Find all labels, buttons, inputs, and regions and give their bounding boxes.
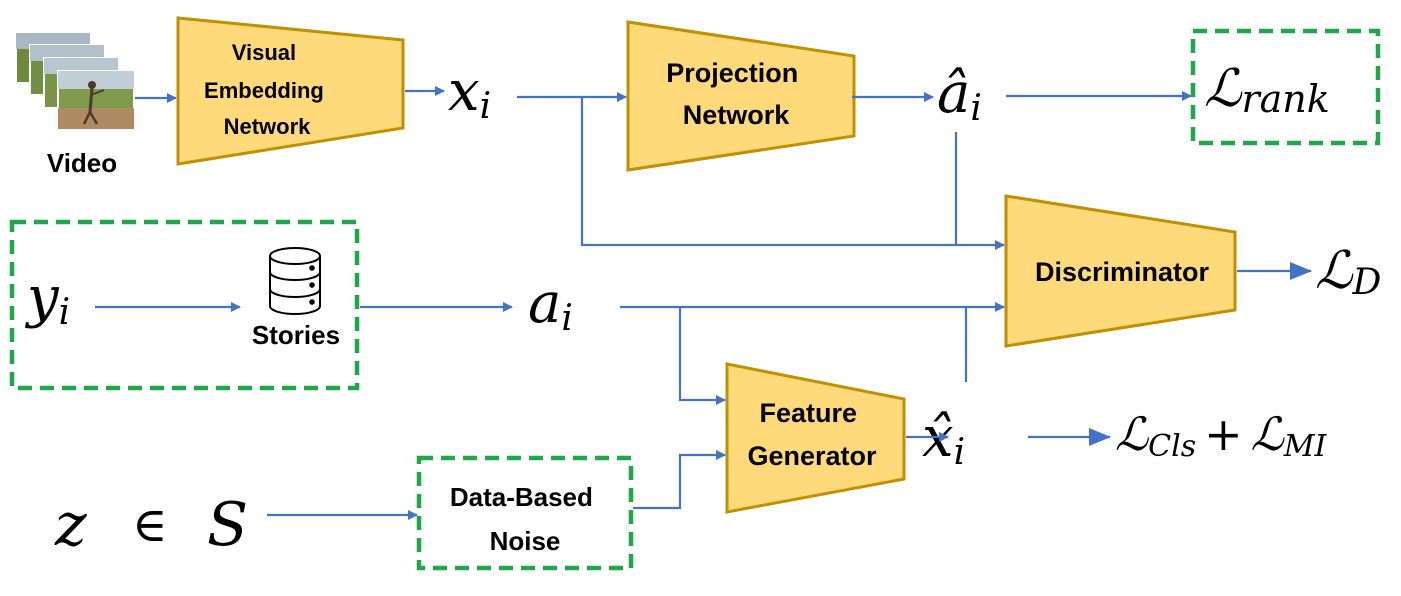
svg-text:Data-Based Noise: Data-Based Noise	[450, 482, 600, 556]
ai-to-generator-arrow	[678, 307, 726, 405]
x-hat-i-symbol: x̂i	[922, 405, 965, 473]
video-label: Video	[47, 148, 117, 178]
s-symbol: S	[207, 490, 248, 560]
discriminator-label: Discriminator	[1035, 257, 1210, 287]
svg-text:Projection Network: Projection Network	[666, 58, 806, 130]
projection-line-1: Projection	[666, 58, 798, 88]
projection-network-block	[626, 20, 856, 172]
svg-text:Feature Generator: Feature Generator	[747, 398, 877, 471]
stories-label: Stories	[252, 320, 340, 350]
loss-rank-symbol: ℒrank	[1204, 59, 1330, 121]
database-icon	[269, 247, 321, 315]
visual-embedding-network-block	[176, 16, 405, 166]
visual-embedding-line-3: Network	[224, 114, 312, 139]
data-based-noise-dashed-box	[416, 455, 634, 571]
visual-embedding-line-1: Visual	[232, 40, 296, 65]
a-hat-i-symbol: âi	[937, 61, 982, 129]
data-noise-line-2: Noise	[490, 526, 561, 556]
feature-generator-line-2: Generator	[747, 441, 877, 471]
discriminator-block	[1004, 194, 1237, 348]
loss-rank-dashed-box	[1190, 28, 1381, 146]
x-i-symbol: xi	[448, 59, 491, 127]
projection-line-2: Network	[683, 100, 791, 130]
story-input-dashed-box	[9, 219, 360, 391]
data-noise-line-1: Data-Based	[450, 482, 593, 512]
video-frames-icon	[15, 32, 135, 130]
visual-embedding-line-2: Embedding	[204, 78, 324, 103]
feature-generator-line-1: Feature	[759, 398, 857, 428]
loss-cls-mi-symbol: ℒCls+ℒMI	[1115, 407, 1327, 464]
element-of-symbol: ∈	[132, 497, 168, 553]
loss-d-symbol: ℒD	[1315, 241, 1381, 303]
feature-generator-block	[725, 362, 906, 514]
y-i-symbol: yi	[24, 265, 70, 333]
z-symbol: z	[54, 490, 87, 560]
xi-to-discriminator-arrow	[580, 97, 1005, 250]
a-i-symbol: ai	[528, 271, 573, 339]
connector-lines	[95, 86, 1312, 520]
noise-to-generator-arrow	[633, 450, 726, 510]
svg-text:Visual Embedding Netwo: Visual Embedding Network	[204, 40, 330, 139]
